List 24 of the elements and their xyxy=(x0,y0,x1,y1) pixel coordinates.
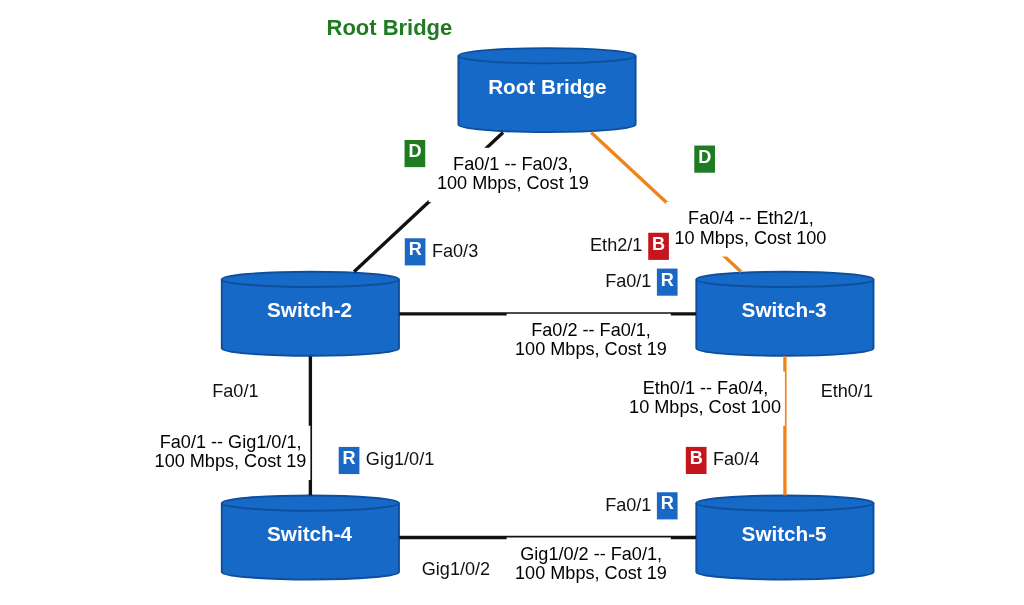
node-label: Fa0/1 xyxy=(604,270,651,291)
node-label: D xyxy=(407,141,421,162)
node-label: Eth2/1 xyxy=(589,235,642,256)
node-label: R xyxy=(660,269,674,290)
node-label: R xyxy=(660,493,674,514)
node-label: R xyxy=(408,239,422,260)
edge-label: Fa0/1 -- Gig1/0/1, 100 Mbps, Cost 19 xyxy=(154,432,306,472)
node-label: Eth0/1 xyxy=(820,381,873,402)
edge-label: Eth0/1 -- Fa0/4, 10 Mbps, Cost 100 xyxy=(628,377,781,418)
edge-label: Fa0/2 -- Fa0/1, 100 Mbps, Cost 19 xyxy=(514,320,667,360)
node-label: B xyxy=(689,447,703,468)
node-label: B xyxy=(651,233,665,254)
node-label: Fa0/1 xyxy=(211,381,259,402)
node-label: R xyxy=(342,447,356,468)
node-label: Fa0/1 xyxy=(604,494,651,515)
edge-label: Fa0/4 -- Eth2/1, 10 Mbps, Cost 100 xyxy=(674,208,826,248)
node-label: Root Bridge xyxy=(326,15,452,41)
node-label: D xyxy=(697,146,711,167)
node-label: Fa0/3 xyxy=(431,240,478,261)
node-label: Gig1/0/1 xyxy=(365,449,434,470)
edge-label: Fa0/1 -- Fa0/3, 100 Mbps, Cost 19 xyxy=(436,154,589,194)
node-label: Fa0/4 xyxy=(712,449,759,470)
edge-label: Gig1/0/2 -- Fa0/1, 100 Mbps, Cost 19 xyxy=(514,543,667,584)
node-label: Gig1/0/2 xyxy=(421,559,490,580)
